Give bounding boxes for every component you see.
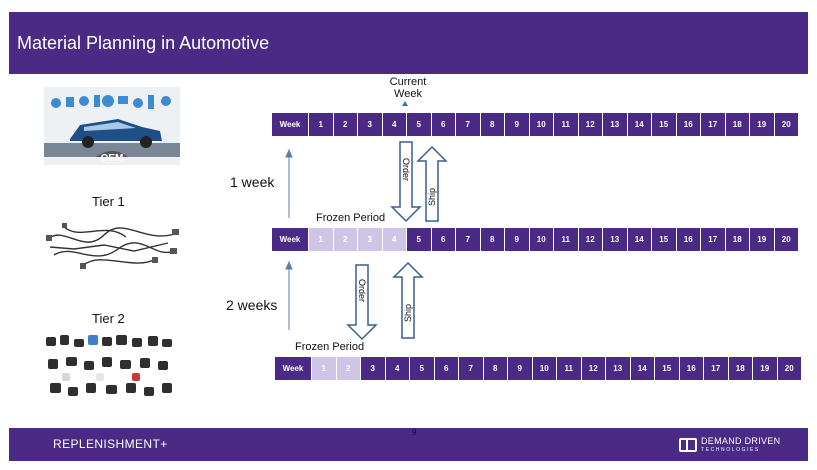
order-arrow-upper (390, 141, 422, 223)
week-cell: 20 (776, 357, 801, 380)
tier1-wiring-harness-illustration (46, 223, 179, 269)
week-cell: 8 (482, 357, 507, 380)
week-cell: 6 (430, 228, 455, 251)
week-cell: 16 (675, 228, 700, 251)
week-cell: 13 (602, 228, 627, 251)
week-cell: 1 (308, 113, 333, 136)
week-cell: 15 (651, 113, 676, 136)
week-cell: 19 (749, 113, 774, 136)
week-cell: 18 (727, 357, 752, 380)
week-cell: 13 (605, 357, 630, 380)
week-cell: 17 (700, 228, 725, 251)
week-cell: 2 (332, 113, 357, 136)
tier2-label: Tier 2 (92, 311, 125, 326)
week-cell-frozen: 4 (381, 228, 406, 251)
slide-header: Material Planning in Automotive (9, 12, 808, 74)
week-cell: 8 (479, 228, 504, 251)
tier2-frozen-period-label: Frozen Period (295, 341, 365, 353)
week-cell: 5 (406, 113, 431, 136)
week-cell: 18 (724, 113, 749, 136)
week-cell: 6 (430, 113, 455, 136)
week-header-cell: Week (272, 113, 308, 136)
demand-driven-sub: TECHNOLOGIES (701, 447, 760, 453)
week-header-cell: Week (275, 357, 311, 380)
week-cell: 16 (675, 113, 700, 136)
week-cell: 14 (626, 228, 651, 251)
week-cell: 9 (504, 113, 529, 136)
week-cell: 17 (703, 357, 728, 380)
page-number: 9 (412, 428, 417, 437)
week-cell: 10 (528, 228, 553, 251)
week-cell: 11 (556, 357, 581, 380)
week-cell: 19 (749, 228, 774, 251)
tier2-connectors-illustration (46, 335, 172, 396)
week-cell: 15 (654, 357, 679, 380)
week-cell-frozen: 1 (311, 357, 336, 380)
week-cell: 8 (479, 113, 504, 136)
week-cell: 3 (360, 357, 385, 380)
week-cell: 5 (409, 357, 434, 380)
week-cell: 11 (553, 113, 578, 136)
order-label-upper: Order (401, 158, 411, 181)
week-cell: 4 (381, 113, 406, 136)
replenishment-logo: REPLENISHMENT+ (53, 437, 168, 451)
tier1-label: Tier 1 (92, 194, 125, 209)
ship-label-upper: Ship (427, 188, 437, 206)
week-cell: 10 (531, 357, 556, 380)
oem-car-illustration: OEM (44, 87, 180, 165)
week-cell: 9 (504, 228, 529, 251)
week-cell-frozen: 2 (332, 228, 357, 251)
week-header-cell: Week (272, 228, 308, 251)
week-cell-frozen: 1 (308, 228, 333, 251)
tier1-frozen-period-label: Frozen Period (316, 212, 386, 224)
week-cell: 4 (384, 357, 409, 380)
week-cell: 15 (651, 228, 676, 251)
week-cell: 20 (773, 113, 798, 136)
week-cell: 5 (406, 228, 431, 251)
lead-time-oem-tier1: 1 week (230, 174, 275, 190)
week-cell: 18 (724, 228, 749, 251)
week-cell: 14 (626, 113, 651, 136)
week-cell: 12 (577, 113, 602, 136)
ship-arrow-upper (416, 145, 448, 222)
current-week-label: Current Week (389, 76, 427, 100)
week-cell: 10 (528, 113, 553, 136)
lead-time-arrow-upper-head-icon (285, 148, 293, 158)
week-cell: 11 (553, 228, 578, 251)
lead-time-arrow-lower-head-icon (285, 260, 293, 270)
lead-time-tier1-tier2: 2 weeks (226, 297, 278, 313)
oem-badge-label: OEM (101, 153, 124, 164)
week-cell: 6 (433, 357, 458, 380)
week-cell: 7 (455, 113, 480, 136)
ship-label-lower: Ship (403, 304, 413, 322)
demand-driven-logo-icon (679, 438, 697, 452)
order-label-lower: Order (357, 279, 367, 302)
week-cell: 9 (507, 357, 532, 380)
demand-driven-name: DEMAND DRIVEN (701, 436, 781, 446)
week-cell: 7 (455, 228, 480, 251)
week-cell: 19 (752, 357, 777, 380)
week-cell: 13 (602, 113, 627, 136)
week-cell: 3 (357, 113, 382, 136)
slide-footer: REPLENISHMENT+ 9 DEMAND DRIVEN TECHNOLOG… (9, 428, 808, 461)
week-cell: 7 (458, 357, 483, 380)
current-week-pointer-icon (402, 101, 408, 106)
week-cell-frozen: 2 (335, 357, 360, 380)
week-cell: 20 (773, 228, 798, 251)
order-arrow-lower (346, 264, 378, 341)
slide-title: Material Planning in Automotive (17, 33, 270, 53)
week-cell: 17 (700, 113, 725, 136)
ship-arrow-lower (392, 261, 424, 339)
week-cell: 16 (678, 357, 703, 380)
week-cell: 14 (629, 357, 654, 380)
week-cell: 12 (577, 228, 602, 251)
week-cell: 12 (580, 357, 605, 380)
week-cell-frozen: 3 (357, 228, 382, 251)
